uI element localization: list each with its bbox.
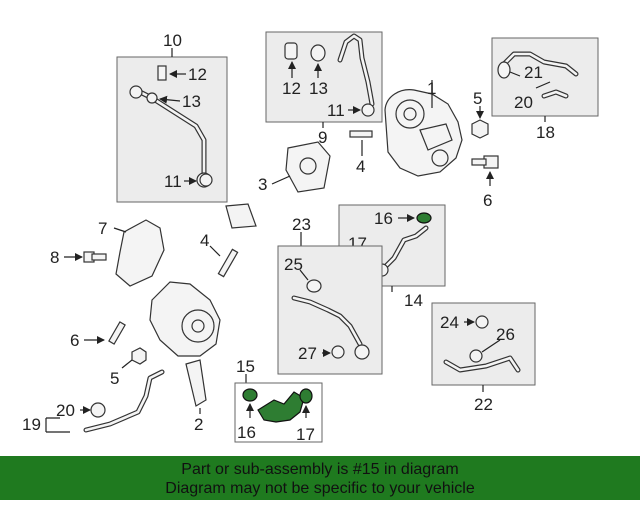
nut-5-a — [131, 347, 147, 365]
callout-6-b: 6 — [483, 191, 492, 210]
banner-line-1: Part or sub-assembly is #15 in diagram — [181, 461, 459, 478]
stud-6-a — [108, 321, 126, 345]
leader-21 — [535, 81, 551, 89]
bolt-8 — [83, 251, 107, 263]
callout-23: 23 — [292, 215, 311, 234]
coolant-hose-22 — [443, 355, 521, 373]
seal-16-b — [242, 388, 258, 402]
callout-5-b: 5 — [473, 89, 482, 108]
callout-2: 2 — [194, 415, 203, 434]
callout-16-a: 16 — [374, 209, 393, 228]
leader-3 — [271, 175, 291, 185]
seal-20-a — [90, 402, 106, 418]
parts-diagram: 10 12 13 11 12 13 11 9 1 5 6 — [22, 31, 599, 444]
callout-22: 22 — [474, 395, 493, 414]
callout-18: 18 — [536, 123, 555, 142]
leader-7 — [113, 227, 127, 233]
leader-26 — [481, 339, 501, 353]
callout-27: 27 — [298, 344, 317, 363]
callout-20-b: 20 — [514, 93, 533, 112]
leader-25 — [299, 269, 309, 281]
oil-line-9 — [337, 33, 375, 117]
gasket-3-hole — [299, 157, 317, 175]
bolt-12-b — [284, 42, 298, 60]
turbocharger-1 — [384, 89, 463, 177]
callout-16-b: 16 — [237, 423, 256, 442]
seal-25 — [306, 279, 322, 293]
callout-20-a: 20 — [56, 401, 75, 420]
bracket-19 — [45, 417, 70, 433]
coolant-pipe-21 — [501, 51, 579, 99]
callout-12-b: 12 — [282, 79, 301, 98]
arrow-13-a — [159, 95, 181, 104]
bolt-12-a — [157, 65, 167, 81]
seal-13-b — [310, 44, 326, 62]
nut-5-b — [471, 119, 489, 139]
callout-8: 8 — [50, 248, 59, 267]
washer-11-a — [199, 173, 213, 187]
seal-27 — [331, 345, 345, 359]
callout-24: 24 — [440, 313, 459, 332]
stud-6-b — [471, 155, 499, 169]
turbocharger-2 — [149, 281, 221, 407]
seal-16-a — [416, 212, 432, 224]
callout-11-b: 11 — [327, 101, 345, 120]
seal-26 — [469, 349, 483, 363]
callout-3: 3 — [258, 175, 267, 194]
callout-19: 19 — [22, 415, 41, 434]
coolant-line-23 — [291, 295, 370, 360]
callout-15: 15 — [236, 357, 255, 376]
callout-13-b: 13 — [309, 79, 328, 98]
callout-10: 10 — [163, 31, 182, 50]
callout-17-b: 17 — [296, 425, 315, 444]
callout-11-a: 11 — [164, 172, 182, 191]
seal-17-b — [299, 388, 313, 404]
coolant-pipe-19 — [83, 369, 165, 433]
callout-26: 26 — [496, 325, 515, 344]
seal-20-b — [497, 61, 511, 79]
stud-4-b — [217, 248, 239, 278]
callout-4-a: 4 — [356, 157, 365, 176]
washer-13-a — [146, 92, 158, 104]
callout-5-a: 5 — [110, 369, 119, 388]
seal-24 — [475, 315, 489, 329]
stud-4-a — [349, 130, 373, 138]
callout-12-a: 12 — [188, 65, 207, 84]
banner-line-2: Diagram may not be specific to your vehi… — [165, 480, 475, 497]
leader-4-b — [209, 245, 221, 257]
leader-5-a — [121, 359, 133, 369]
leader-20-b — [509, 71, 521, 77]
callout-13-a: 13 — [182, 92, 201, 111]
callout-6-a: 6 — [70, 331, 79, 350]
callout-21: 21 — [524, 63, 543, 82]
callout-9: 9 — [318, 128, 327, 147]
heat-shield-7 — [115, 219, 165, 287]
callout-14: 14 — [404, 291, 423, 310]
callout-4-b: 4 — [200, 231, 209, 250]
callout-7: 7 — [98, 219, 107, 238]
info-banner: Part or sub-assembly is #15 in diagram D… — [0, 456, 640, 500]
callout-25: 25 — [284, 255, 303, 274]
heat-shield-3 — [225, 203, 257, 229]
box-18-coolant-pipe — [491, 37, 599, 117]
callout-1: 1 — [427, 79, 436, 98]
